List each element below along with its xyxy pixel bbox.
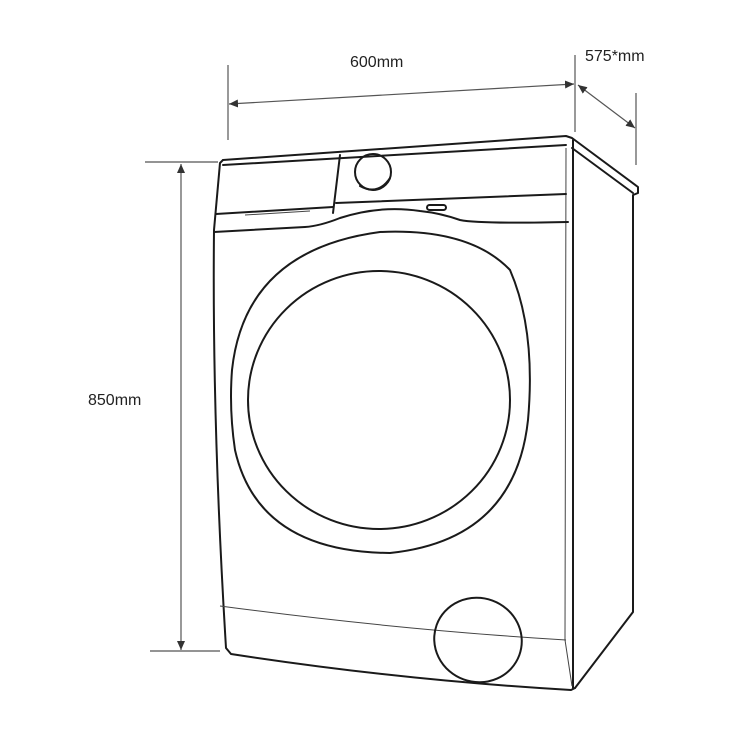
width-dimension bbox=[227, 55, 576, 140]
door-glass bbox=[247, 270, 511, 530]
height-label: 850mm bbox=[88, 392, 142, 409]
width-arrow bbox=[228, 80, 575, 108]
control-panel-line bbox=[335, 193, 567, 204]
panel-bottom-contour bbox=[213, 208, 569, 233]
drawer-bottom bbox=[215, 206, 334, 215]
front-outline bbox=[212, 159, 576, 691]
start-button bbox=[426, 204, 447, 211]
program-knob bbox=[354, 153, 392, 191]
depth-label: 575*mm bbox=[585, 48, 645, 65]
door-outer-ring bbox=[230, 230, 531, 554]
top-side-edge bbox=[571, 147, 634, 194]
drawer-handle bbox=[244, 210, 311, 216]
front-right-inner-edge bbox=[564, 147, 573, 687]
filter-cover bbox=[433, 596, 523, 684]
depth-dimension bbox=[577, 84, 637, 165]
drawer-divider bbox=[332, 154, 341, 214]
panel-top-line bbox=[222, 144, 567, 166]
machine-body bbox=[212, 135, 639, 691]
height-dimension bbox=[145, 161, 220, 652]
depth-arrow bbox=[577, 84, 636, 129]
kick-panel-line bbox=[219, 605, 567, 641]
width-label: 600mm bbox=[350, 54, 404, 71]
side-panel bbox=[222, 135, 639, 689]
